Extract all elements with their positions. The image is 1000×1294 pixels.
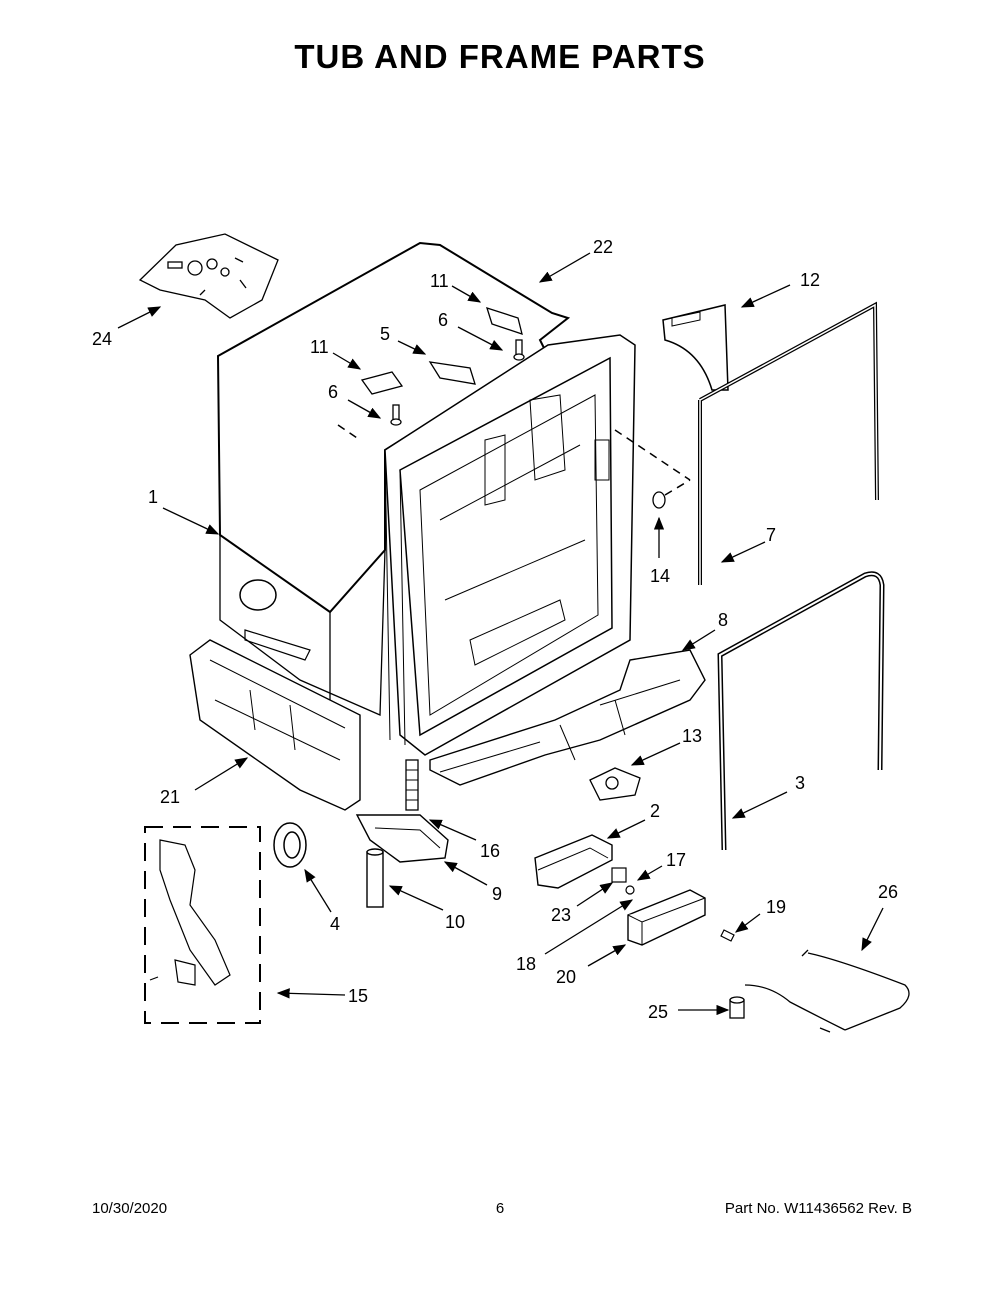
callout-26: 26: [878, 882, 898, 902]
callout-23: 23: [551, 905, 571, 925]
part-21-base-frame: [189, 639, 361, 811]
part-24-hardware-bag: [138, 233, 279, 319]
callout-24: 24: [92, 329, 112, 349]
part-6-screw-left: [390, 404, 402, 426]
callout-25: 25: [648, 1002, 668, 1022]
part-1-tub-insulation: [216, 241, 571, 716]
tub-frame: [384, 334, 636, 756]
callout-20: 20: [556, 967, 576, 987]
callout-3: 3: [795, 773, 805, 793]
footer-page-number: 6: [495, 1200, 505, 1217]
callout-labels: 22 24 11 6 5 11 6 12 1 7 14 8 13 3 21 2 …: [92, 237, 898, 1022]
callout-5: 5: [380, 324, 390, 344]
part-13-clip: [589, 767, 641, 801]
callout-17: 17: [666, 850, 686, 870]
part-7-side-gasket-inner: [699, 303, 878, 585]
callout-14: 14: [650, 566, 670, 586]
part-12-vent-bracket: [662, 304, 729, 391]
part-9-foot-bracket: [355, 814, 449, 863]
part-3-door-gasket-inner: [718, 572, 884, 851]
footer-revision: Rev. B: [868, 1200, 912, 1217]
part-19-screw: [720, 929, 735, 942]
part-17-screw: [625, 885, 635, 895]
page-title: TUB AND FRAME PARTS: [294, 38, 706, 75]
part-5-bracket: [428, 361, 476, 385]
callout-2: 2: [650, 801, 660, 821]
footer-part-value: W11436562: [784, 1200, 864, 1217]
callout-16: 16: [480, 841, 500, 861]
footer-part-label: Part No.: [724, 1200, 780, 1217]
part-25-connector: [729, 996, 745, 1019]
callout-6-lower: 6: [328, 382, 338, 402]
callout-1: 1: [148, 487, 158, 507]
part-11-bracket-right: [486, 306, 523, 335]
part-16-leveling-leg: [405, 759, 419, 811]
callout-10: 10: [445, 912, 465, 932]
part-10-tube: [366, 848, 384, 908]
callout-6-upper: 6: [438, 310, 448, 330]
callout-11-lower: 11: [310, 337, 329, 357]
callout-22: 22: [593, 237, 613, 257]
part-15-assembly-box: [144, 826, 261, 1024]
footer-date: 10/30/2020: [92, 1200, 168, 1217]
callout-7: 7: [766, 525, 776, 545]
part-26-wire-harness: [744, 949, 910, 1033]
part-3-door-gasket: [717, 571, 885, 851]
callout-8: 8: [718, 610, 728, 630]
callout-21: 21: [160, 787, 180, 807]
callout-leaders: [117, 252, 884, 1016]
part-23-clip: [611, 867, 627, 883]
part-20-cover: [627, 889, 706, 946]
footer-part-number: Part No. W11436562 Rev. B: [725, 1200, 912, 1217]
part-6-screw-right: [513, 339, 525, 361]
part-14-plug: [652, 491, 666, 509]
part-4-wheel: [273, 822, 307, 868]
callout-18: 18: [516, 954, 536, 974]
callout-4: 4: [330, 914, 340, 934]
callout-19: 19: [766, 897, 786, 917]
part-11-bracket-left: [360, 371, 404, 395]
callout-15: 15: [348, 986, 368, 1006]
part-2-bracket: [534, 834, 613, 889]
callout-9: 9: [492, 884, 502, 904]
callout-11-upper: 11: [430, 271, 449, 291]
callout-13: 13: [682, 726, 702, 746]
callout-12: 12: [800, 270, 820, 290]
part-8-base-rail: [429, 649, 706, 786]
